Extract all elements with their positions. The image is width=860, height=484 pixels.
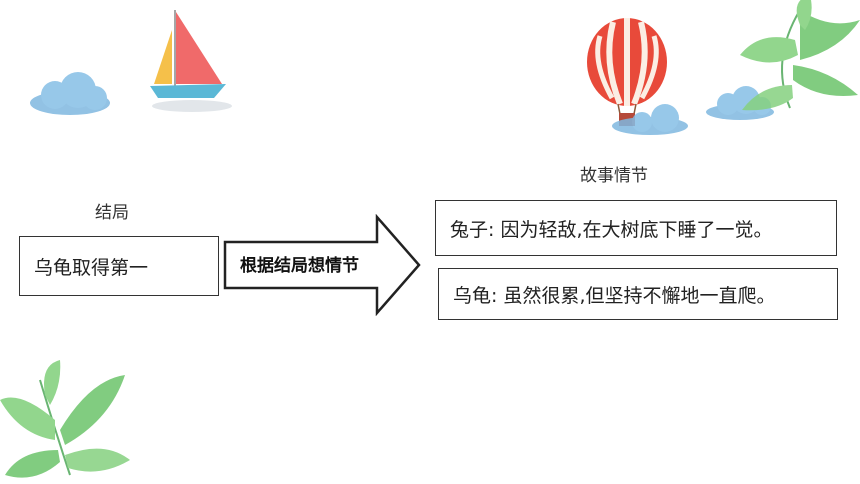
cloud-icon [30, 72, 110, 115]
arrow: 根据结局想情节 [222, 213, 422, 317]
cloud-icon [612, 104, 688, 135]
arrow-label: 根据结局想情节 [240, 256, 359, 276]
ending-heading: 结局 [95, 203, 129, 223]
ending-box: 乌龟取得第一 [19, 236, 219, 296]
plot-item-turtle: 乌龟: 虽然很累,但坚持不懈地一直爬。 [453, 284, 776, 307]
plot-box-rabbit: 兔子: 因为轻敌,在大树底下睡了一觉。 [435, 200, 837, 256]
arrow-icon [223, 213, 421, 317]
palm-leaf-icon [740, 0, 860, 111]
sailboat-icon [150, 10, 232, 112]
palm-leaf-icon [0, 360, 130, 478]
cloud-icon [706, 86, 774, 120]
ending-text: 乌龟取得第一 [34, 256, 149, 279]
plot-item-rabbit: 兔子: 因为轻敌,在大树底下睡了一觉。 [450, 218, 773, 241]
hot-air-balloon-icon [587, 18, 667, 126]
plot-heading: 故事情节 [580, 166, 648, 186]
plot-box-turtle: 乌龟: 虽然很累,但坚持不懈地一直爬。 [438, 268, 838, 320]
